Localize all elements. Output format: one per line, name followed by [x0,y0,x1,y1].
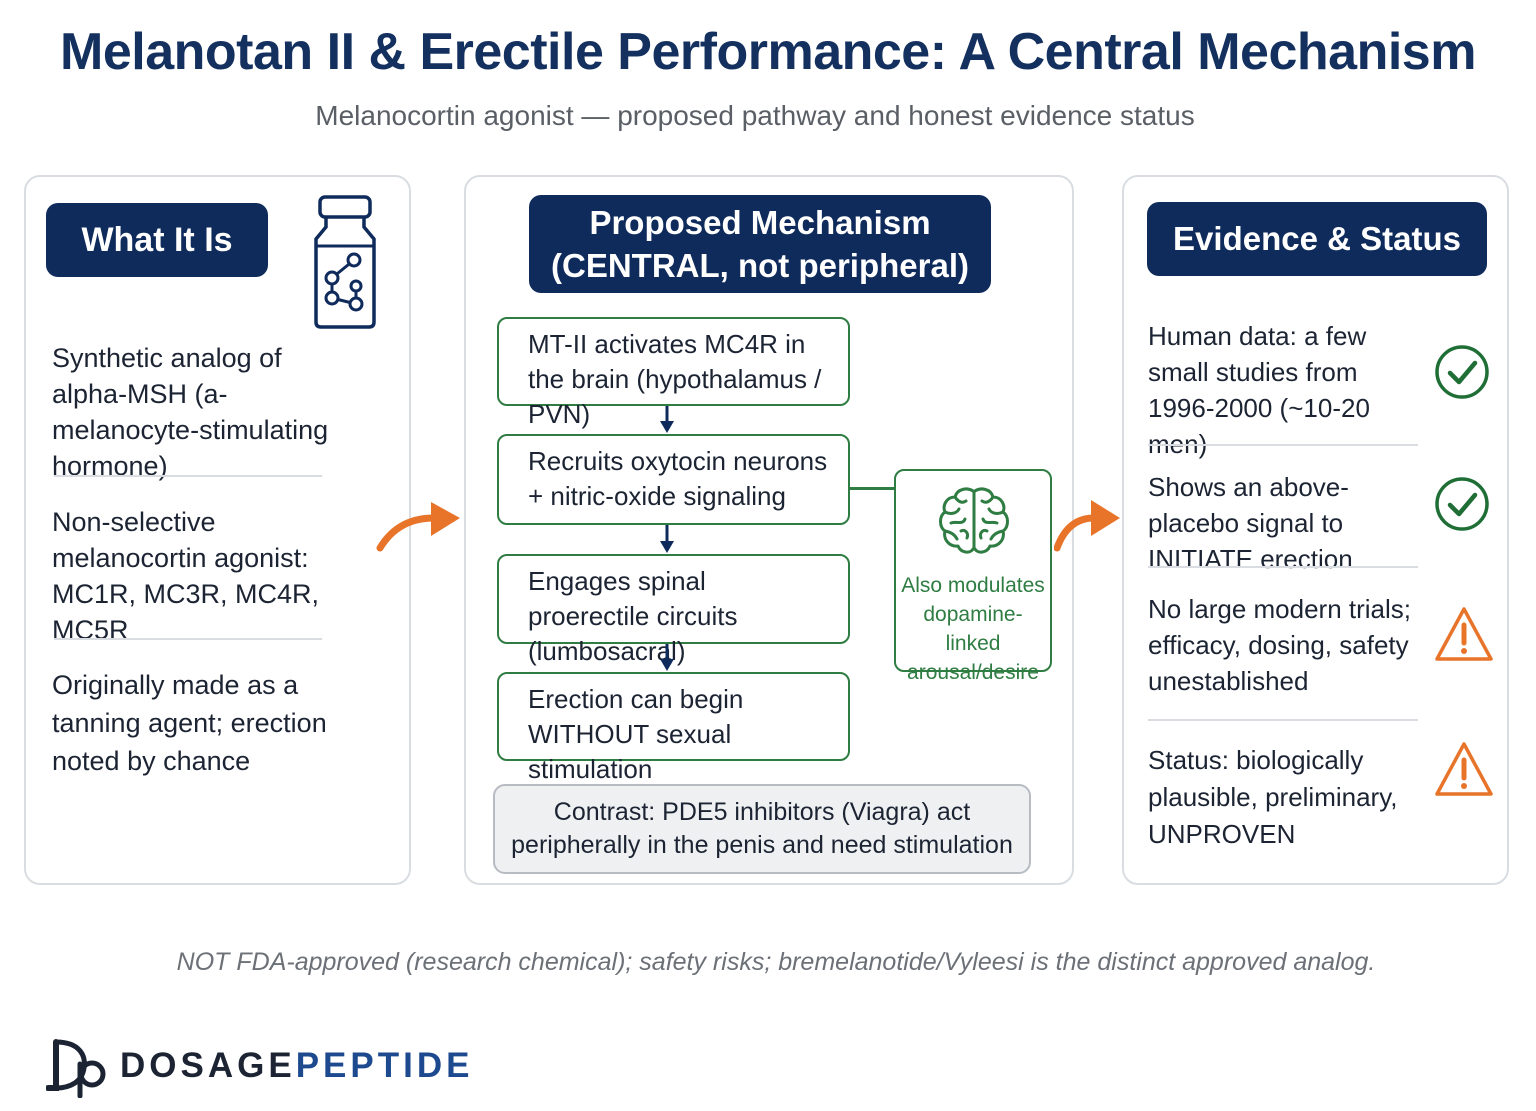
mechanism-heading: Proposed Mechanism (CENTRAL, not periphe… [529,195,991,293]
flow-arrow-icon [376,502,460,552]
dosagepeptide-logo-icon [46,1039,106,1098]
brand-part-1: DOSAGE [120,1046,296,1085]
evidence-item-1: Human data: a few small studies from 199… [1148,321,1370,459]
check-circle-icon [1435,345,1489,399]
dopamine-note-box: Also modulates dopamine-linked arousal/d… [894,469,1052,684]
pde5-contrast-note: Contrast: PDE5 inhibitors (Viagra) act p… [493,784,1031,874]
mechanism-heading-line2: (CENTRAL, not peripheral) [551,247,969,284]
disclaimer-note: NOT FDA-approved (research chemical); sa… [176,948,1376,976]
mechanism-step-2: Recruits oxytocin neurons + nitric-oxide… [497,434,850,525]
what-it-is-panel: What It Is Synthetic analog of alpha-MSH… [24,175,411,885]
warning-triangle-icon [1435,742,1493,796]
mechanism-heading-line1: Proposed Mechanism [589,204,931,241]
evidence-item-2: Shows an above-placebo signal to INITIAT… [1148,472,1353,574]
evidence-heading: Evidence & Status [1147,202,1487,276]
down-arrow-icon [660,525,674,553]
mechanism-step-3: Engages spinal proerectile circuits (lum… [497,554,850,666]
dopamine-note-text: Also modulates dopamine-linked arousal/d… [901,574,1045,684]
mechanism-panel: Proposed Mechanism (CENTRAL, not periphe… [464,175,1074,885]
down-arrow-icon [660,406,674,433]
divider [54,638,322,640]
what-it-is-item-3: Originally made as a tanning agent; erec… [52,670,327,776]
divider [1148,444,1418,446]
vial-molecule-icon [314,195,376,329]
what-it-is-item-2: Non-selective melanocortin agonist: MC1R… [52,507,320,645]
what-it-is-item-1: Synthetic analog of alpha-MSH (a-melanoc… [52,343,329,481]
evidence-panel: Evidence & Status Human data: a few smal… [1122,175,1509,885]
connector-line [850,487,894,490]
warning-triangle-icon [1435,607,1493,661]
brand-part-2: PEPTIDE [295,1046,474,1085]
divider [1148,719,1418,721]
what-it-is-heading: What It Is [46,203,268,277]
brand-wordmark: DOSAGEPEPTIDE [120,1046,473,1086]
evidence-item-3: No large modern trials; efficacy, dosing… [1148,594,1411,696]
brain-icon [939,487,1009,554]
page-title: Melanotan II & Erectile Performance: A C… [60,23,1476,81]
down-arrow-icon [660,644,674,671]
mechanism-step-4: Erection can begin WITHOUT sexual stimul… [497,672,850,784]
mechanism-step-1: MT-II activates MC4R in the brain (hypot… [497,317,850,429]
divider [1148,566,1418,568]
check-circle-icon [1435,477,1489,531]
page-subtitle: Melanocortin agonist — proposed pathway … [315,100,1195,131]
flow-arrow-icon [1054,500,1120,552]
evidence-item-4: Status: biologically plausible, prelimin… [1148,745,1398,849]
divider [54,475,322,477]
